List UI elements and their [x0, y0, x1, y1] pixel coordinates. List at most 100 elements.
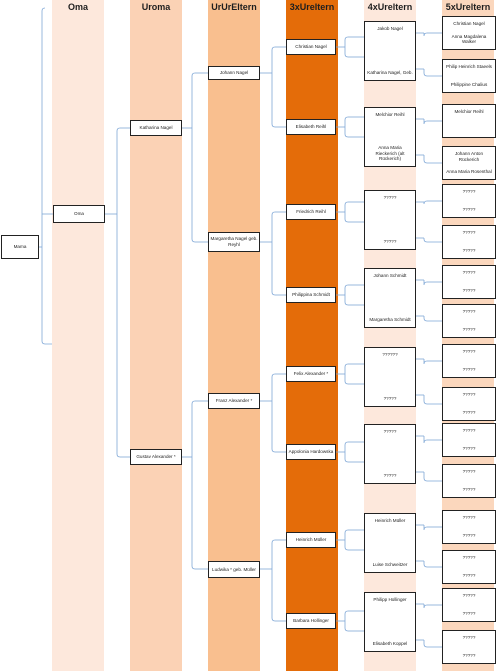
connector: [423, 119, 428, 125]
column-header-3xUreltern: 3xUreltern: [289, 2, 335, 12]
person-ururEltern-2[interactable]: Margaretha Nagel geb. Reyhl: [208, 232, 260, 252]
pair-4xUreltern-3[interactable]: ??????????: [364, 190, 416, 250]
person-name: Appolonia Hardowska: [288, 449, 334, 455]
pair-5xUreltern-13[interactable]: ??????????: [442, 510, 496, 544]
pair-5xUreltern-9[interactable]: ??????????: [442, 344, 496, 378]
pair-5xUreltern-16[interactable]: ??????????: [442, 630, 496, 664]
column-header-ururEltern: UrUrEltern: [211, 2, 257, 12]
parent-name-1: ?????: [462, 555, 476, 560]
parent-name-1: Johann Anton Rückerich: [454, 151, 484, 162]
person-3xUreltern-6[interactable]: Appolonia Hardowska: [286, 444, 336, 460]
connector: [423, 561, 442, 568]
person-ururEltern-1[interactable]: Johann Nagel: [208, 66, 260, 80]
parent-name-1: Johann Schmidt: [373, 273, 407, 278]
pair-5xUreltern-8[interactable]: ??????????: [442, 304, 496, 338]
person-3xUreltern-4[interactable]: Philippina Schmidt: [286, 287, 336, 303]
parent-name-2: ?????: [462, 573, 476, 579]
parent-name-1: Christian Nagel: [453, 21, 485, 26]
pair-5xUreltern-12[interactable]: ??????????: [442, 464, 496, 498]
connector: [191, 400, 196, 570]
column-header-oma: Oma: [67, 2, 88, 12]
parent-name-1: ?????: [462, 428, 476, 433]
person-3xUreltern-5[interactable]: Felix Alexander *: [286, 366, 336, 382]
connector: [271, 211, 276, 296]
person-mama[interactable]: Mama: [1, 235, 39, 259]
pair-4xUreltern-6[interactable]: ??????????: [364, 424, 416, 484]
person-3xUreltern-1[interactable]: Christian Nagel: [286, 39, 336, 55]
person-uroma-2[interactable]: Gustav Alexander *: [130, 449, 182, 465]
person-3xUreltern-7[interactable]: Heinrich Müller: [286, 532, 336, 548]
parent-name-2: Anna Maria Rosenthal: [446, 169, 492, 175]
connector: [271, 539, 276, 622]
connector: [344, 284, 349, 306]
parent-name-1: ?????: [462, 469, 476, 474]
connector: [344, 363, 349, 385]
pair-5xUreltern-3[interactable]: Melchior Reihl: [442, 104, 496, 138]
column-uroma: [130, 0, 182, 671]
person-ururEltern-4[interactable]: Ludwika * geb. Müller: [208, 561, 260, 578]
connector: [423, 200, 428, 205]
connector: [344, 36, 349, 58]
person-3xUreltern-3[interactable]: Friedrich Reihl: [286, 204, 336, 220]
parent-name-2: ?????: [383, 473, 397, 479]
parent-name-2: ?????: [462, 653, 476, 659]
parent-name-1: ??????: [382, 352, 398, 357]
person-3xUreltern-8[interactable]: Barbara Hollinger: [286, 613, 336, 629]
person-name: Friedrich Reihl: [296, 209, 326, 215]
column-oma: [52, 0, 104, 671]
pair-4xUreltern-5[interactable]: ???????????: [364, 347, 416, 407]
parent-name-2: ?????: [462, 248, 476, 254]
pair-5xUreltern-10[interactable]: ??????????: [442, 387, 496, 421]
pair-5xUreltern-5[interactable]: ??????????: [442, 184, 496, 218]
parent-name-1: ?????: [462, 270, 476, 275]
connector: [344, 116, 349, 138]
pair-5xUreltern-6[interactable]: ??????????: [442, 225, 496, 259]
pair-5xUreltern-15[interactable]: ??????????: [442, 588, 496, 622]
pair-5xUreltern-11[interactable]: ??????????: [442, 423, 496, 457]
column-ururEltern: [208, 0, 260, 671]
person-name: Elisabeth Reihl: [295, 124, 327, 130]
parent-name-1: Melchior Reihl: [454, 109, 484, 114]
parent-name-2: Luise Schweitzer: [372, 562, 408, 568]
connector: [423, 238, 442, 243]
person-ururEltern-3[interactable]: Franz Alexander *: [208, 393, 260, 409]
connector: [423, 280, 428, 286]
pair-5xUreltern-7[interactable]: ??????????: [442, 265, 496, 299]
parent-name-1: ?????: [462, 593, 476, 598]
person-name: Philippina Schmidt: [292, 292, 330, 298]
parent-name-2: ?????: [462, 327, 476, 333]
pair-5xUreltern-14[interactable]: ??????????: [442, 550, 496, 584]
person-name: Oma: [74, 211, 84, 217]
person-name: Gustav Alexander *: [136, 454, 176, 460]
connector: [116, 127, 121, 458]
parent-name-2: ?????: [462, 446, 476, 452]
parent-name-1: Philipp Hollinger: [373, 597, 407, 602]
person-name: Ludwika * geb. Müller: [212, 566, 256, 572]
person-3xUreltern-2[interactable]: Elisabeth Reihl: [286, 119, 336, 135]
column-3xUreltern: [286, 0, 338, 671]
person-name: Mama: [13, 244, 27, 250]
connector: [191, 72, 196, 243]
person-uroma-1[interactable]: Katharina Nagel: [130, 120, 182, 136]
parent-name-2: Anna Maria Rieckerich (alt Rückerich): [375, 144, 405, 162]
parent-name-1: ?????: [462, 309, 476, 314]
column-header-4xUreltern: 4xUreltern: [367, 2, 413, 12]
parent-name-2: ?????: [462, 288, 476, 294]
parent-name-2: ?????: [462, 487, 476, 493]
parent-name-1: Heinrich Müller: [374, 518, 406, 523]
person-oma[interactable]: Oma: [53, 205, 105, 223]
person-name: Margaretha Nagel geb. Reyhl: [210, 236, 258, 247]
parent-name-1: ?????: [462, 515, 476, 520]
connector: [423, 604, 428, 609]
parent-name-2: ?????: [462, 410, 476, 416]
connector: [423, 436, 428, 444]
